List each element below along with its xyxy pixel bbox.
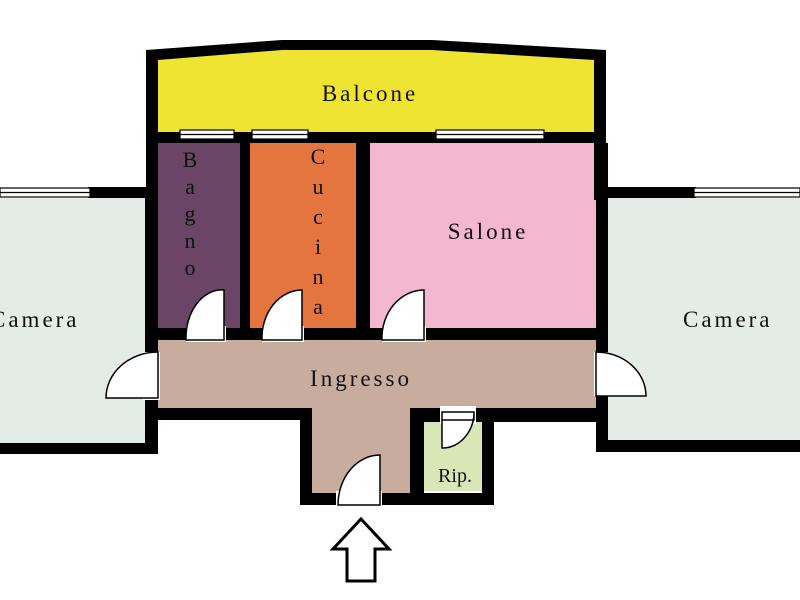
wall-camera-left-side bbox=[145, 187, 158, 352]
door-cucina bbox=[261, 289, 303, 341]
door-ripostiglio bbox=[441, 411, 475, 449]
wall-corridor-bottom bbox=[300, 493, 494, 505]
wall-corridor-left bbox=[300, 408, 312, 505]
doors bbox=[105, 289, 647, 507]
label-ingresso: Ingresso bbox=[310, 366, 412, 391]
wall-ingresso-bottom-left bbox=[146, 408, 312, 420]
label-letter: o bbox=[185, 255, 196, 280]
door-bagno bbox=[185, 289, 225, 341]
wall-camera-right-side bbox=[596, 187, 608, 352]
wall-cucina-salone bbox=[356, 143, 370, 340]
door-camera-left bbox=[105, 351, 159, 399]
label-salone: Salone bbox=[448, 219, 529, 244]
label-balcone: Balcone bbox=[322, 81, 418, 106]
room-ingresso bbox=[158, 340, 596, 495]
wall-ingresso-bottom-right bbox=[410, 408, 608, 422]
wall-bagno-cucina bbox=[240, 143, 250, 340]
label-letter: u bbox=[313, 174, 324, 199]
room-camera-right bbox=[608, 198, 800, 440]
windows bbox=[0, 129, 800, 198]
wall-rip-right bbox=[482, 408, 494, 505]
wall-balcone-top bbox=[146, 40, 606, 62]
label-letter: C bbox=[311, 144, 326, 169]
wall-balcone-bottom bbox=[146, 132, 606, 143]
door-entrance bbox=[337, 454, 381, 506]
label-letter: g bbox=[185, 201, 196, 226]
up-arrow-icon bbox=[329, 516, 393, 583]
room-bagno bbox=[158, 143, 240, 328]
wall-camera-left-bottom bbox=[0, 443, 158, 454]
label-letter: B bbox=[183, 147, 198, 172]
label-ripostiglio: Rip. bbox=[438, 465, 472, 487]
label-camera-right: Camera bbox=[683, 307, 773, 332]
door-camera-right bbox=[595, 351, 647, 397]
door-salone bbox=[381, 289, 425, 341]
room-camera-left bbox=[0, 198, 145, 443]
label-letter: n bbox=[185, 228, 196, 253]
wall-camera-right-bottom bbox=[596, 440, 800, 452]
wall-camera-left-top bbox=[88, 187, 158, 198]
label-letter: a bbox=[185, 174, 195, 199]
room-balcone bbox=[158, 50, 594, 132]
room-cucina bbox=[250, 143, 356, 328]
wall-rip-left bbox=[410, 408, 424, 505]
label-letter: i bbox=[315, 234, 321, 259]
label-camera-left: Camera bbox=[0, 307, 80, 332]
label-letter: n bbox=[313, 264, 324, 289]
wall-balcone-left bbox=[146, 50, 158, 200]
label-letter: a bbox=[313, 294, 323, 319]
wall-camera-right-top bbox=[596, 187, 696, 198]
label-letter: c bbox=[313, 204, 323, 229]
